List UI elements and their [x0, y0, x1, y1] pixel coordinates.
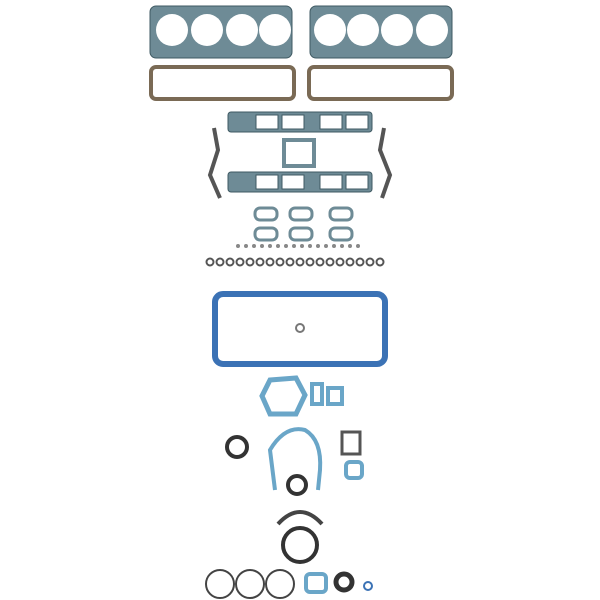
- small-seal: [252, 244, 256, 248]
- washer: [363, 581, 373, 591]
- valve-seal: [375, 257, 385, 267]
- small-seal: [316, 244, 320, 248]
- valve-seal: [265, 257, 275, 267]
- valve-stem-seals: [205, 244, 385, 267]
- valve-seal: [255, 257, 265, 267]
- valve-seal: [325, 257, 335, 267]
- exhaust-gasket: [328, 206, 354, 222]
- o-ring-1: [205, 569, 235, 599]
- oil-pan-gasket: [212, 291, 388, 367]
- water-pump-gasket: [259, 375, 308, 417]
- valve-seal: [355, 257, 365, 267]
- drain-plug-seal: [333, 571, 355, 593]
- valve-seal: [205, 257, 215, 267]
- valve-seal: [215, 257, 225, 267]
- exhaust-gasket: [253, 206, 279, 222]
- oil-pickup-seal: [295, 323, 305, 333]
- small-seal: [284, 244, 288, 248]
- intake-gasket-upper: [227, 111, 373, 133]
- valve-seal: [295, 257, 305, 267]
- thermostat-gasket-b: [326, 386, 344, 406]
- thermostat-gasket-a: [310, 382, 324, 406]
- small-seal: [236, 244, 240, 248]
- o-ring-2: [235, 569, 265, 599]
- timing-cover-gasket: [267, 427, 323, 491]
- pushrod-seal-left: [207, 127, 222, 199]
- small-seal: [276, 244, 280, 248]
- valve-seal: [365, 257, 375, 267]
- rear-main-seal: [281, 526, 319, 564]
- fuel-pump-plate-gasket: [344, 460, 364, 480]
- valve-seal: [245, 257, 255, 267]
- small-seal: [340, 244, 344, 248]
- intake-gasket-lower: [227, 171, 373, 193]
- exhaust-gasket: [288, 206, 314, 222]
- small-seal: [300, 244, 304, 248]
- head-gasket-left: [149, 5, 293, 59]
- small-seal: [324, 244, 328, 248]
- valve-seal: [315, 257, 325, 267]
- valve-seal: [275, 257, 285, 267]
- exhaust-gasket: [253, 226, 279, 242]
- rear-main-seal-retainer: [276, 510, 324, 526]
- small-seal: [332, 244, 336, 248]
- valve-cover-gasket-right: [307, 65, 454, 101]
- valve-seal: [225, 257, 235, 267]
- fuel-pump-gasket: [340, 430, 362, 456]
- small-seal: [292, 244, 296, 248]
- valve-cover-gasket-left: [149, 65, 296, 101]
- exhaust-gasket: [328, 226, 354, 242]
- valve-seal: [305, 257, 315, 267]
- o-ring-3: [265, 569, 295, 599]
- small-seal: [308, 244, 312, 248]
- small-seal: [268, 244, 272, 248]
- exhaust-gaskets: [253, 206, 354, 242]
- valve-seal: [235, 257, 245, 267]
- exhaust-gasket: [288, 226, 314, 242]
- valve-seal: [335, 257, 345, 267]
- small-seal: [356, 244, 360, 248]
- small-seal: [244, 244, 248, 248]
- carb-gasket: [282, 138, 316, 168]
- small-seal: [348, 244, 352, 248]
- head-gasket-right: [309, 5, 453, 59]
- pushrod-seal-right: [377, 127, 393, 199]
- distributor-seal: [225, 435, 249, 459]
- timing-cover-seal: [286, 474, 308, 496]
- valve-seal: [345, 257, 355, 267]
- small-seal: [260, 244, 264, 248]
- valve-seal: [285, 257, 295, 267]
- outlet-gasket: [304, 572, 328, 594]
